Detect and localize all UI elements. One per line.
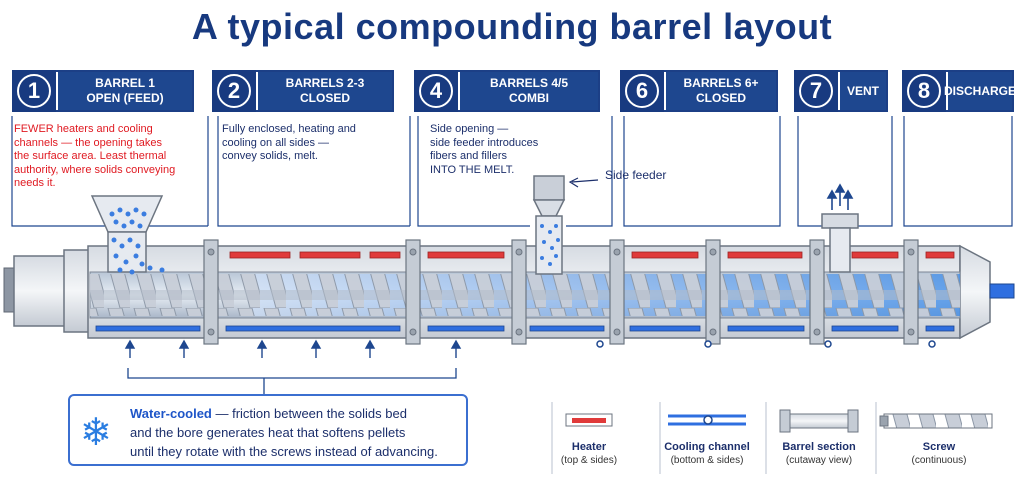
section-number: 2 — [212, 70, 256, 112]
section-header-barrels-6: 6 BARRELS 6+CLOSED — [620, 70, 778, 112]
side-feeder-label: Side feeder — [605, 168, 667, 182]
section-title: DISCHARGE — [944, 83, 1017, 98]
snowflake-icon: ❄ — [80, 412, 112, 454]
legend-screw: Screw(continuous) — [911, 441, 967, 466]
legend-heater-swatch — [565, 413, 613, 427]
heaters — [229, 251, 955, 259]
section-brackets — [11, 116, 1013, 227]
section-header-discharge: 8 DISCHARGE — [902, 70, 1017, 112]
water-cooled-callout: ❄ Water-cooled — friction between the so… — [68, 394, 468, 466]
section-number: 6 — [620, 70, 664, 112]
section-header-vent: 7 VENT — [794, 70, 888, 112]
section-number: 7 — [794, 70, 838, 112]
section-number: 1 — [12, 70, 56, 112]
section-subtitle: OPEN (FEED) — [86, 91, 164, 105]
section-title: BARRELS 6+ — [683, 76, 759, 90]
page-title: A typical compounding barrel layout — [191, 6, 833, 47]
section-number: 4 — [414, 70, 458, 112]
legend-barrel-swatch — [779, 409, 859, 433]
callout-title: Water-cooled — [130, 406, 212, 421]
section-subtitle: CLOSED — [299, 91, 350, 105]
section-title: BARRELS 4/5 — [489, 76, 569, 90]
cooling-channels — [95, 325, 955, 332]
section-title: BARREL 1 — [95, 76, 155, 90]
section-number: 8 — [902, 70, 946, 112]
legend-screw-swatch — [879, 413, 993, 429]
section-title: BARRELS 2-3 — [285, 76, 365, 90]
section-subtitle: CLOSED — [695, 91, 746, 105]
legend-barrel-section: Barrel section(cutaway view) — [782, 441, 856, 466]
legend-cooling-channel: Cooling channel(bottom & sides) — [664, 441, 750, 466]
section-title: VENT — [846, 83, 879, 98]
section-subtitle: COMBI — [509, 91, 549, 105]
legend-heater: Heater(top & sides) — [560, 441, 618, 466]
legend-cooling-swatch — [668, 414, 746, 426]
